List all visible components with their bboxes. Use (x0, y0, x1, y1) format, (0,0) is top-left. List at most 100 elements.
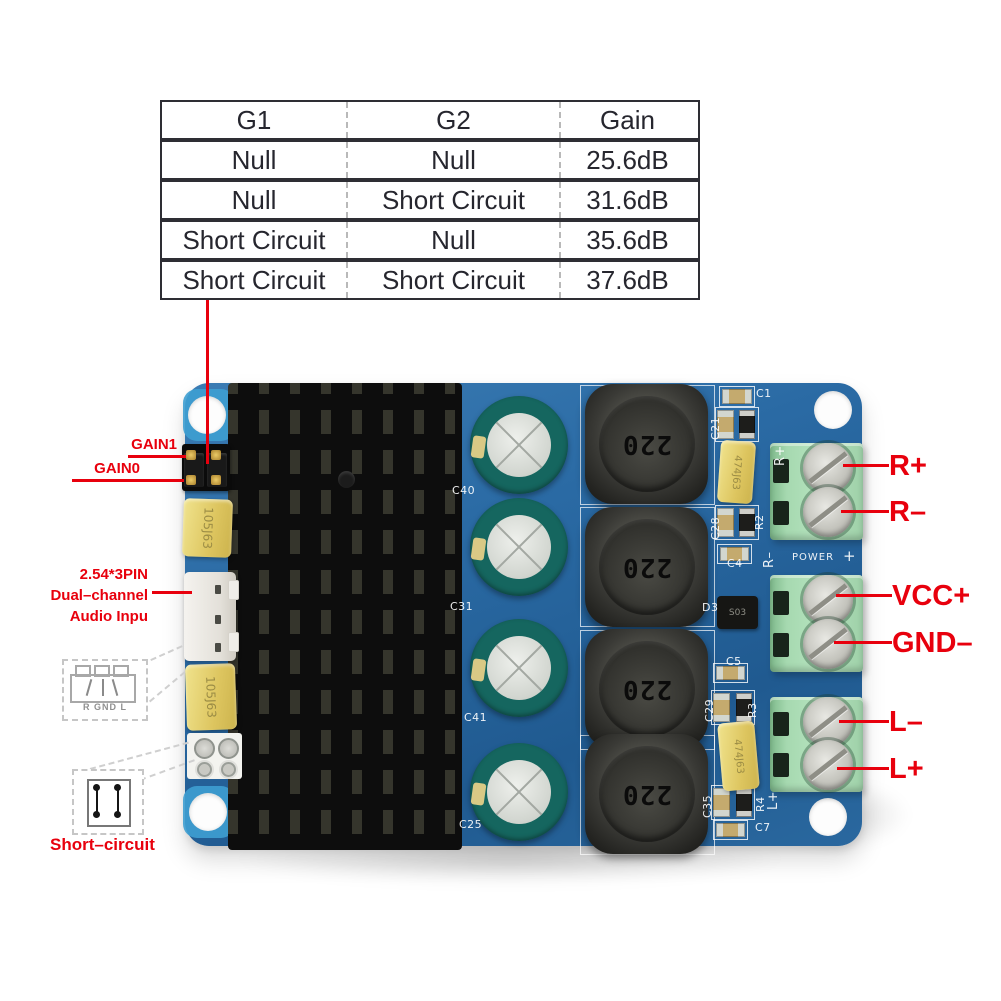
solder-pad (221, 762, 236, 777)
terminal-block-power (770, 575, 863, 672)
smd-resistor (736, 788, 752, 817)
cell-g1: Null (162, 142, 348, 178)
silkscreen-c40: C40 (452, 484, 476, 497)
gain-table-row: Short Circuit Short Circuit 37.6dB (160, 260, 700, 300)
silkscreen-c4: C4 (727, 557, 743, 570)
silkscreen-box (717, 544, 752, 564)
inductor-value: 220 (621, 779, 672, 809)
wire-notch (773, 459, 789, 483)
connector-drawing-tab (113, 665, 129, 677)
smd-capacitor (717, 410, 734, 439)
silkscreen-c35: C35 (701, 794, 714, 818)
silkscreen-c31: C31 (450, 600, 474, 613)
inductor: 220 (585, 507, 708, 627)
audio-input-line1: 2.54*3PIN (79, 566, 148, 583)
silkscreen-c29: C29 (703, 698, 716, 722)
jumper-drawing-link (117, 790, 119, 814)
inductor-value: 220 (621, 552, 672, 582)
audio-input-line2: Dual–channel (50, 587, 148, 604)
cell-g2: Null (348, 222, 561, 258)
connector-drawing-pin (85, 679, 93, 696)
pointer-line-l-minus (839, 720, 889, 723)
capacitor-marking (470, 658, 487, 682)
connector-pin (215, 585, 221, 594)
film-cap-value: 105J63 (199, 506, 216, 550)
label-r-minus: R– (889, 496, 927, 528)
connector-pin (215, 615, 221, 624)
smd-capacitor (717, 508, 734, 537)
inductor: 220 (585, 384, 708, 504)
silkscreen-r-minus: R– (762, 551, 777, 568)
screw-slot (808, 748, 848, 781)
inductor-core: 220 (598, 396, 695, 492)
jumper-drawing-dot (93, 811, 100, 818)
jumper-drawing-dot (114, 784, 121, 791)
gain-jumper-block (182, 444, 230, 491)
inductor-core: 220 (598, 641, 695, 737)
wire-notch (773, 753, 789, 777)
gain-table-header-g1: G1 (162, 102, 348, 138)
connector-drawing-tab (94, 665, 110, 677)
inductor: 220 (585, 734, 708, 854)
diode-d3: S03 (717, 596, 758, 629)
smd-capacitor (720, 547, 749, 561)
jumper-drawing-dot (93, 784, 100, 791)
pointer-line-gain1 (128, 455, 186, 458)
solder-pad (194, 738, 215, 759)
label-audio-input: 2.54*3PIN Dual–channel Audio Inpu (36, 564, 148, 627)
electrolytic-capacitor (470, 743, 568, 841)
gain-table-header-gain: Gain (600, 105, 655, 135)
smd-capacitor (713, 788, 730, 817)
terminal-screw-gnd (803, 619, 853, 669)
silkscreen-c7: C7 (755, 821, 771, 834)
silkscreen-r3: R3 (746, 702, 759, 718)
inductor-value: 220 (621, 429, 672, 459)
jumper-drawing-box (87, 779, 131, 827)
short-circuit-pads (187, 733, 242, 779)
amplifier-board: 220 220 220 220 S03 474J63 474J63 105J63… (182, 383, 863, 855)
smd-resistor (722, 389, 752, 404)
terminal-screw-l-plus (803, 740, 853, 790)
smd-resistor (739, 508, 755, 537)
label-gain0: GAIN0 (94, 460, 140, 477)
film-cap-value: 474J63 (729, 454, 744, 490)
silkscreen-l-plus: L+ (766, 790, 781, 810)
jumper-pin (186, 450, 196, 460)
gain-table-row: Short Circuit Null 35.6dB (160, 220, 700, 260)
cell-gain: 37.6dB (586, 265, 669, 295)
pointer-line-vcc (836, 594, 892, 597)
electrolytic-capacitor (470, 498, 568, 596)
capacitor-vent (487, 413, 551, 477)
cell-g2: Null (348, 142, 561, 178)
silkscreen-r2: R2 (753, 514, 766, 530)
silkscreen-c41: C41 (464, 711, 488, 724)
label-gain1: GAIN1 (131, 436, 177, 453)
silkscreen-c21: C21 (709, 416, 722, 440)
screw-slot (808, 451, 848, 484)
solder-pad (218, 738, 239, 759)
cell-g2: Short Circuit (348, 262, 561, 298)
film-capacitor: 474J63 (717, 720, 760, 792)
screw-slot (808, 583, 848, 616)
capacitor-vent (487, 636, 551, 700)
terminal-screw-vcc (803, 575, 853, 625)
connector-drawing-body (70, 674, 136, 703)
connector-tab (228, 632, 239, 652)
capacitor-vent (487, 515, 551, 579)
terminal-block-right-speaker (770, 443, 863, 540)
label-r-plus: R+ (889, 450, 927, 482)
silkscreen-power: POWER (792, 552, 835, 563)
callout-short-circuit-jumper (72, 769, 144, 835)
inductor-value: 220 (621, 674, 672, 704)
capacitor-marking (470, 537, 487, 561)
connector-drawing-pin (102, 679, 104, 696)
solder-pad (197, 762, 212, 777)
silkscreen-c1: C1 (756, 387, 772, 400)
diode-marking: S03 (728, 607, 747, 618)
film-capacitor: 474J63 (716, 439, 757, 505)
connector-drawing-pin (111, 679, 119, 696)
heatsink (228, 383, 462, 850)
pointer-line-gain0 (72, 479, 184, 482)
pointer-line-r-plus (843, 464, 889, 467)
